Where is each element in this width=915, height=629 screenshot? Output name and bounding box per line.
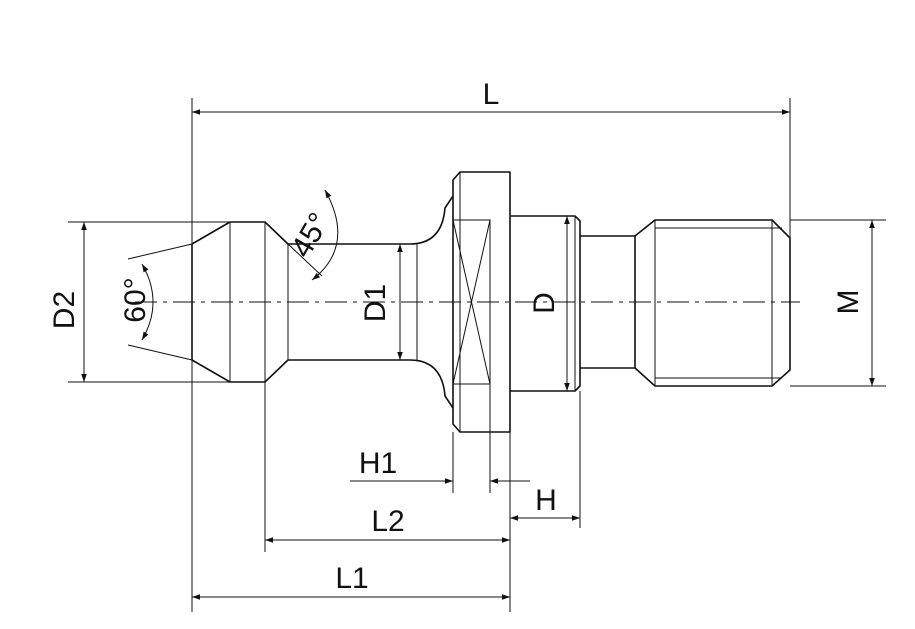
- relief-groove-outline: [580, 235, 636, 369]
- wrench-flat-rect: [452, 219, 491, 385]
- head-lower-outline: [191, 359, 289, 383]
- neck-lower-outline: [288, 359, 454, 409]
- pilot-outline: [510, 215, 581, 392]
- angle-60-arc: [141, 263, 154, 341]
- head-upper-outline: [191, 221, 289, 245]
- label-D1: D1: [359, 284, 392, 322]
- dimension-lines: [81, 109, 875, 600]
- label-L: L: [483, 78, 500, 111]
- label-H: H: [535, 484, 557, 517]
- label-L1: L1: [335, 562, 368, 595]
- neck-upper-outline: [288, 195, 454, 245]
- thread-outline: [634, 219, 791, 387]
- label-angle-45: 45°: [285, 207, 336, 263]
- label-angle-60: 60°: [119, 277, 152, 322]
- label-L2: L2: [371, 505, 404, 538]
- label-M: M: [832, 290, 865, 315]
- pull-stud-part: [191, 171, 791, 433]
- wrench-flat-diagonal-2: [452, 219, 491, 385]
- label-H1: H1: [359, 447, 397, 480]
- extension-lines: [68, 98, 886, 612]
- flange-outline: [452, 171, 511, 433]
- wrench-flats: [452, 219, 491, 385]
- angle-45-arc: [311, 189, 339, 281]
- label-D: D: [528, 292, 561, 314]
- dimension-labels: L D2 60° 45° D1 D M H1 H L2 L1: [48, 78, 865, 595]
- label-D2: D2: [48, 291, 81, 329]
